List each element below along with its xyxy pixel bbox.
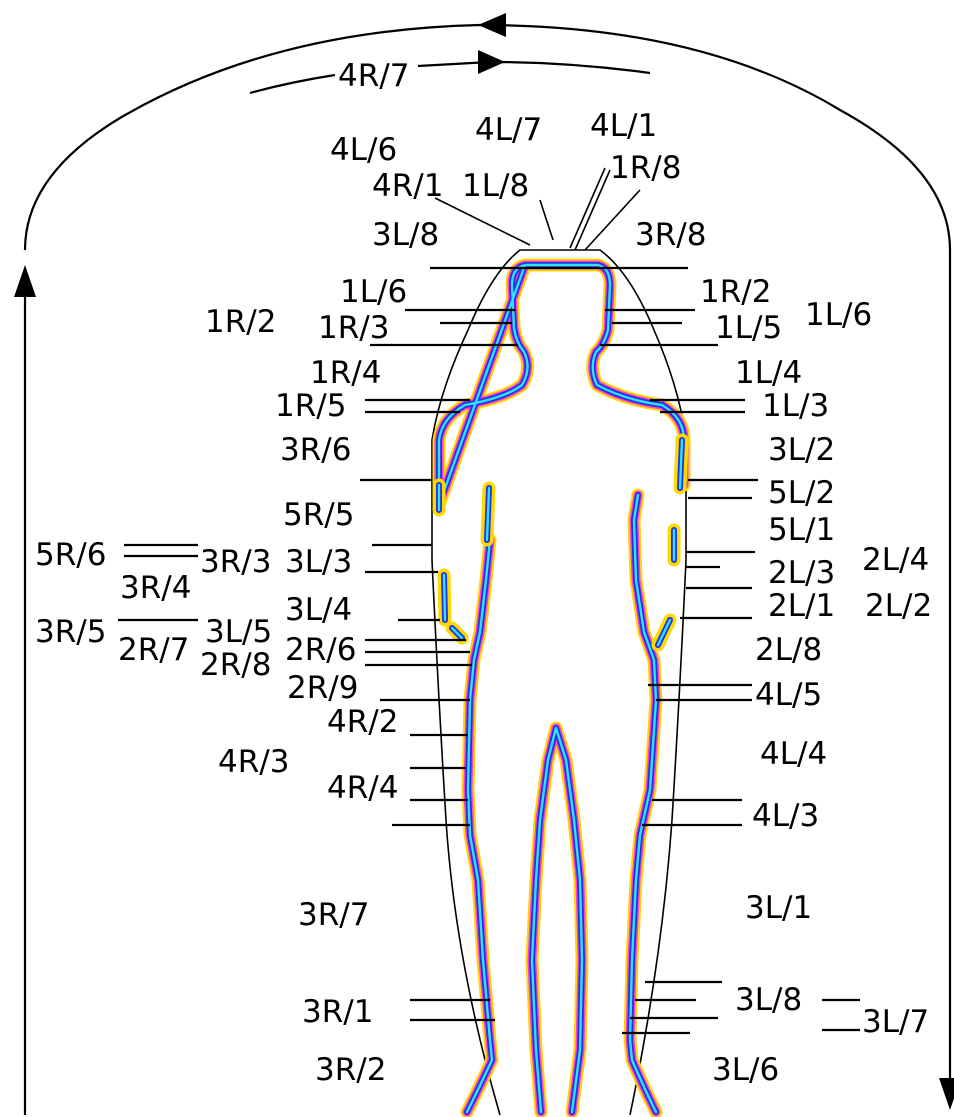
left-arrow-icon	[478, 13, 506, 37]
label-3L3: 3L/3	[285, 544, 352, 580]
label-3R2: 3R/2	[315, 1052, 386, 1088]
down-arrow-icon	[939, 1078, 954, 1110]
label-2R6: 2R/6	[285, 632, 356, 668]
label-1R2-left: 1R/2	[205, 304, 276, 340]
label-3L8-top: 3L/8	[372, 217, 439, 253]
inner-arc-left	[250, 75, 335, 93]
label-2R7: 2R/7	[118, 632, 189, 668]
label-4L7: 4L/7	[475, 112, 542, 148]
label-1L6-b: 1L/6	[805, 297, 872, 333]
label-3R5: 3R/5	[35, 614, 106, 650]
label-2L3: 2L/3	[768, 555, 835, 591]
label-1R8: 1R/8	[610, 150, 681, 186]
label-3R1: 3R/1	[302, 994, 373, 1030]
up-arrow-icon	[14, 265, 36, 297]
label-4R7-top: 4R/7	[338, 58, 409, 94]
label-1L3: 1L/3	[762, 388, 829, 424]
label-3R4: 3R/4	[120, 570, 191, 606]
body-silhouette	[439, 265, 684, 1112]
label-3R7: 3R/7	[298, 897, 369, 933]
label-1L6-a: 1L/6	[340, 274, 407, 310]
label-3L6: 3L/6	[712, 1052, 779, 1088]
label-4R1: 4R/1	[372, 168, 443, 204]
label-2R9: 2R/9	[287, 670, 358, 706]
label-2R8: 2R/8	[200, 647, 271, 683]
label-3R8: 3R/8	[635, 217, 706, 253]
label-5L1: 5L/1	[768, 512, 835, 548]
label-1R5: 1R/5	[275, 388, 346, 424]
label-4L4: 4L/4	[760, 736, 827, 772]
label-1R3: 1R/3	[318, 310, 389, 346]
label-3L5: 3L/5	[205, 614, 272, 650]
label-2L8: 2L/8	[755, 632, 822, 668]
label-3R6: 3R/6	[280, 432, 351, 468]
label-1L4: 1L/4	[735, 355, 802, 391]
label-3L4: 3L/4	[285, 592, 352, 628]
label-5R5: 5R/5	[283, 497, 354, 533]
label-4L6: 4L/6	[330, 132, 397, 168]
label-2L4: 2L/4	[862, 542, 929, 578]
label-2L1: 2L/1	[768, 588, 835, 624]
label-1L5: 1L/5	[715, 310, 782, 346]
label-4L3: 4L/3	[752, 798, 819, 834]
label-4R2: 4R/2	[327, 704, 398, 740]
label-5L2: 5L/2	[768, 475, 835, 511]
label-3L2: 3L/2	[768, 432, 835, 468]
label-3L7: 3L/7	[862, 1004, 929, 1040]
label-4L1: 4L/1	[590, 108, 657, 144]
inner-arc-right	[418, 62, 650, 73]
label-5R6: 5R/6	[35, 537, 106, 573]
label-3L8-bottom: 3L/8	[735, 982, 802, 1018]
label-3R3: 3R/3	[200, 544, 271, 580]
label-4R4: 4R/4	[327, 770, 398, 806]
label-4L5: 4L/5	[755, 677, 822, 713]
label-4R3: 4R/3	[218, 744, 289, 780]
label-1L8: 1L/8	[462, 168, 529, 204]
right-arrow-icon	[478, 50, 505, 74]
label-1R2-right: 1R/2	[700, 274, 771, 310]
label-3L1: 3L/1	[745, 890, 812, 926]
label-1R4: 1R/4	[310, 355, 381, 391]
label-2L2: 2L/2	[865, 588, 932, 624]
